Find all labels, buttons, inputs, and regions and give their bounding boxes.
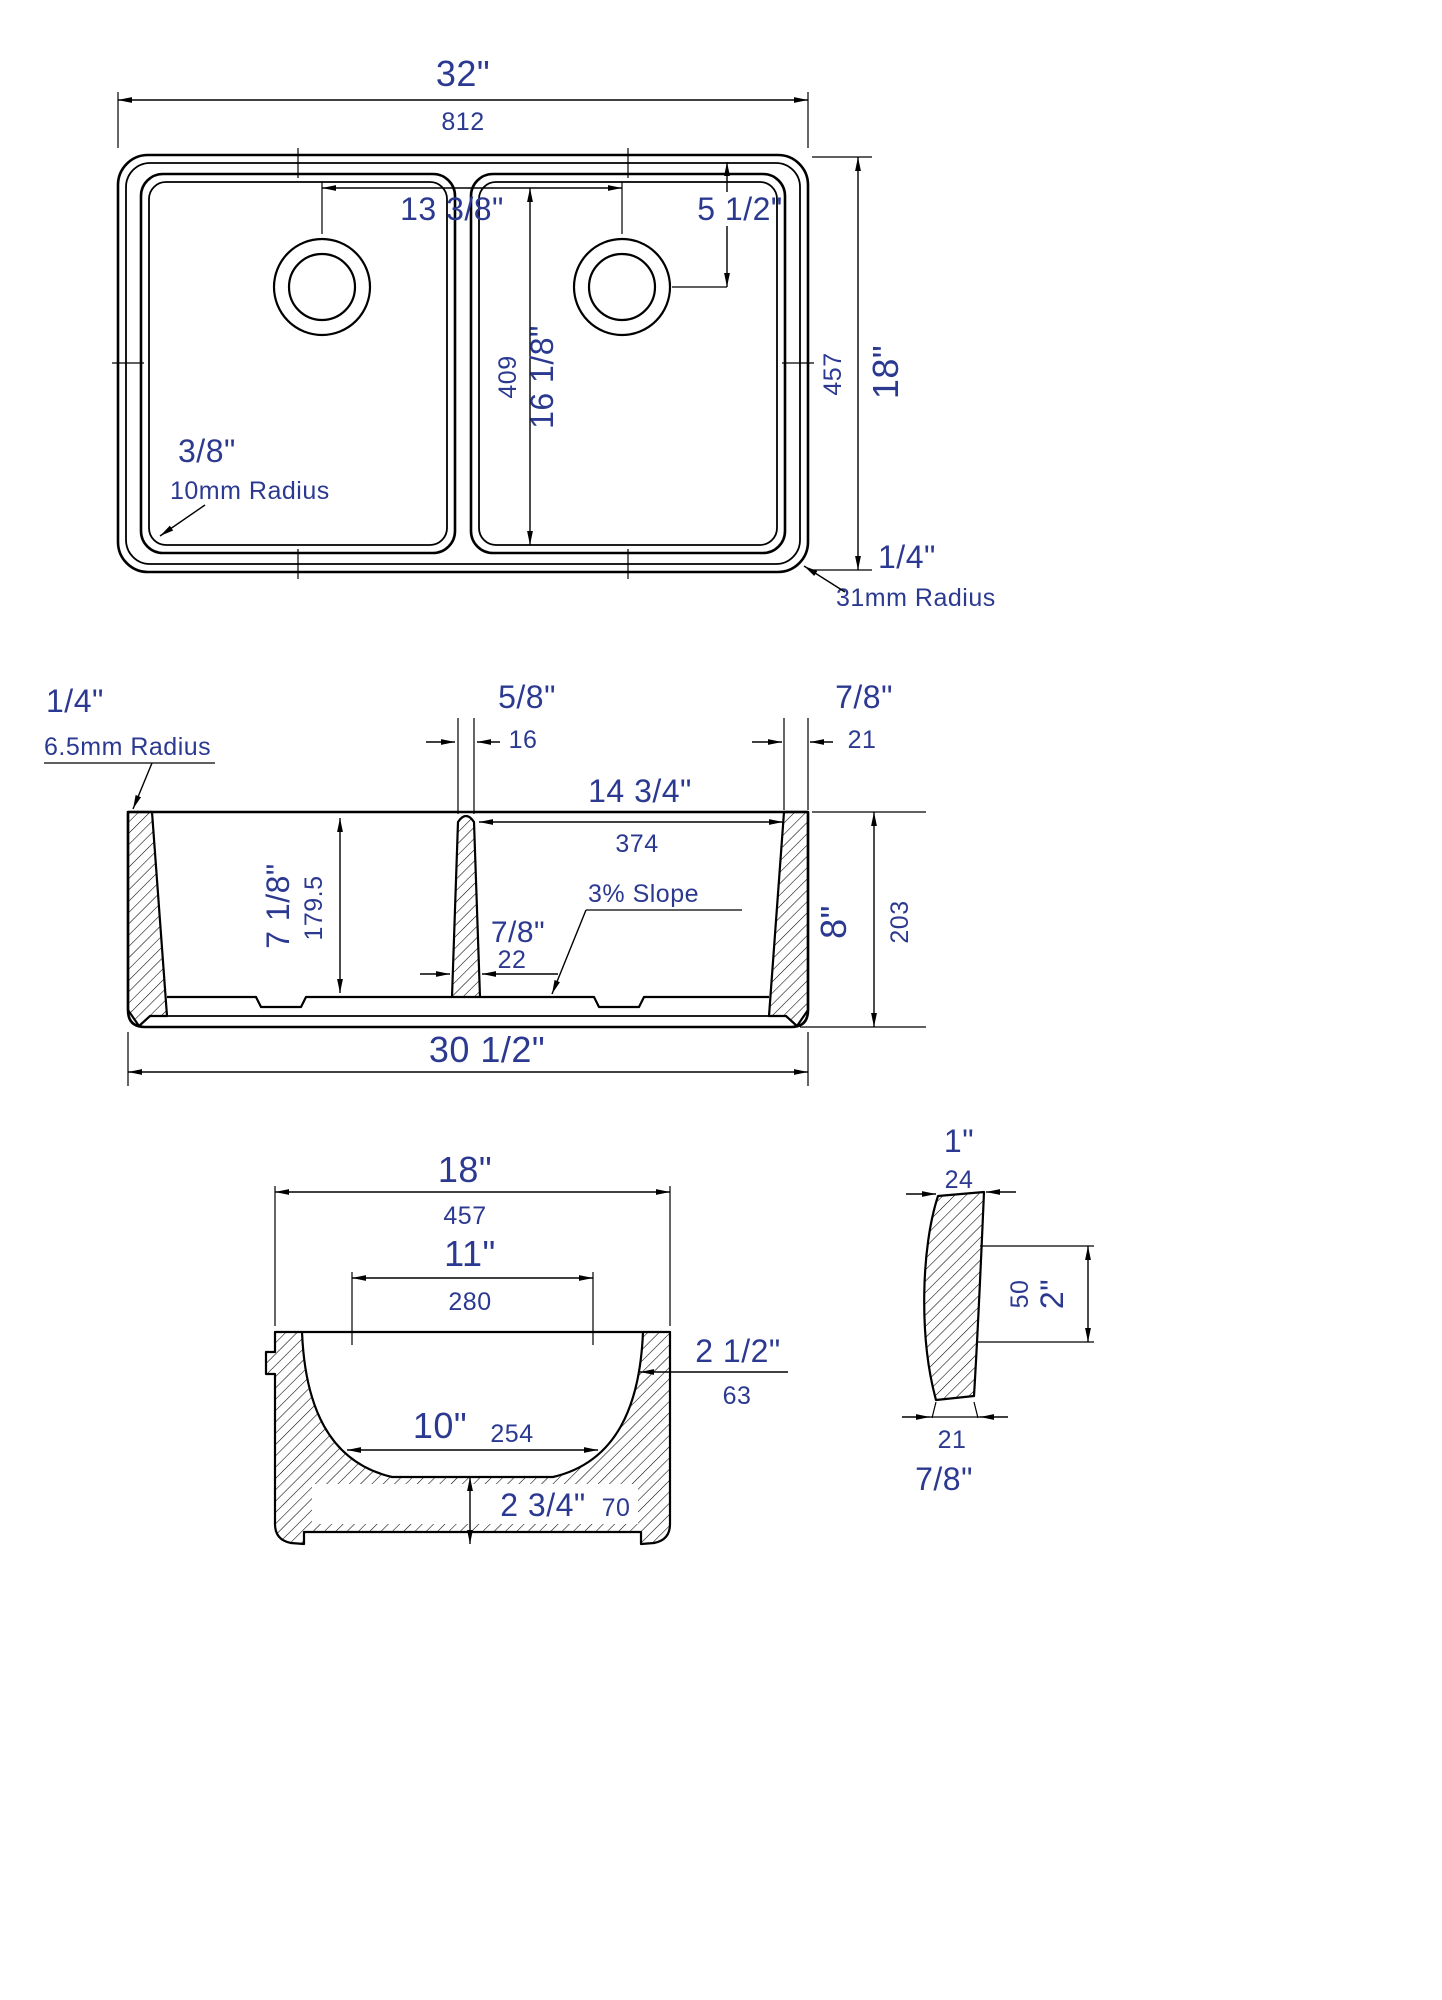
rim-center-ticks (112, 148, 814, 579)
dim-drain-front-in: 16 1/8" (524, 325, 560, 429)
depth-extension-lines (812, 156, 872, 571)
dim-side-width-mm: 457 (443, 1202, 486, 1230)
dim-profile-side-mm: 50 (1006, 1280, 1034, 1309)
divider-section (450, 814, 482, 999)
front-outline (126, 810, 810, 1029)
side-section-view: 18" 457 11" 280 2 1/2" 63 10" 254 2 3/4"… (264, 1149, 788, 1546)
left-drain-inner (287, 252, 357, 322)
dim-base-width: 30 1/2" (429, 1029, 545, 1070)
slope-leader (551, 909, 587, 995)
top-view: 32" 812 457 18" 13 3/8" 5 1/2" 409 16 1/… (112, 53, 996, 612)
dim-drain-front-mm: 409 (494, 355, 522, 398)
dim-base-thickness-in: 2 3/4" (500, 1487, 586, 1523)
dim-bowl-depth-mm: 179.5 (300, 875, 328, 940)
right-bowl-inner-edge (478, 181, 778, 546)
dim-outer-radius-in: 1/4" (878, 539, 936, 575)
left-drain-outer (272, 237, 372, 337)
slope-label: 3% Slope (588, 880, 699, 908)
right-drain-inner (587, 252, 657, 322)
dim-opening-in: 11" (444, 1233, 496, 1274)
dim-inner-radius-in: 3/8" (178, 433, 236, 469)
rim-profile-detail: 1" 24 50 2" 21 7/8" (902, 1123, 1094, 1497)
dim-side-wall-in: 2 1/2" (695, 1333, 781, 1369)
front-section-view: 1/4" 6.5mm Radius 5/8" 16 7/8" 21 14 3/4… (44, 679, 926, 1086)
opening-extension-lines (351, 1272, 594, 1345)
floor-mask (312, 1484, 638, 1524)
height-extension-lines (800, 811, 926, 1028)
left-wall-section (126, 810, 169, 1028)
dim-height-mm: 203 (886, 900, 914, 943)
dim-divider-width-mm: 16 (509, 726, 538, 754)
dim-bowl-depth-in: 7 1/8" (260, 863, 296, 949)
dim-drain-from-back: 5 1/2" (697, 191, 783, 227)
dim-divider-bottom-in: 7/8" (491, 916, 545, 949)
dim-bottom-width-mm: 254 (490, 1420, 533, 1448)
outer-radius-leader (803, 565, 846, 593)
dim-divider-bottom-mm: 22 (498, 946, 527, 974)
dim-front-radius-in: 1/4" (46, 683, 104, 719)
wall-width-extension-lines (783, 718, 809, 810)
dim-overall-depth-mm: 457 (819, 352, 847, 395)
right-drain-outer (572, 237, 672, 337)
divider-width-extension-lines (457, 718, 475, 814)
dim-height-in: 8" (813, 905, 854, 939)
dim-opening-mm: 280 (448, 1288, 491, 1316)
dim-profile-bottom-in: 7/8" (915, 1461, 973, 1497)
inner-radius-leader (159, 504, 206, 537)
profile-side-extension-lines (976, 1245, 1094, 1343)
dim-inner-radius-label: 10mm Radius (170, 477, 330, 505)
dim-drain-spacing: 13 3/8" (400, 191, 504, 227)
dim-wall-width-mm: 21 (848, 726, 877, 754)
front-radius-leader (132, 762, 153, 810)
right-wall-section (767, 810, 810, 1028)
dim-overall-width-mm: 812 (441, 108, 484, 136)
dim-overall-depth-in: 18" (865, 345, 906, 399)
left-bowl-inner-edge (148, 181, 448, 546)
dim-profile-bottom-mm: 21 (938, 1426, 967, 1454)
dim-divider-width-in: 5/8" (498, 679, 556, 715)
dim-bowl-width-mm: 374 (615, 830, 658, 858)
dim-side-width-in: 18" (438, 1149, 492, 1190)
side-width-extension-lines (274, 1186, 671, 1326)
dim-outer-radius-label: 31mm Radius (836, 584, 996, 612)
base-width-extension-lines (127, 1032, 809, 1086)
dim-profile-side-in: 2" (1034, 1279, 1070, 1309)
dim-profile-top-mm: 24 (945, 1166, 974, 1194)
dim-wall-width-in: 7/8" (835, 679, 893, 715)
profile-section (923, 1190, 986, 1402)
dim-front-radius-label: 6.5mm Radius (44, 733, 211, 761)
dim-bowl-width-in: 14 3/4" (588, 773, 692, 809)
profile-bottom-extension-lines (931, 1401, 979, 1419)
dim-bottom-width-in: 10" (413, 1405, 467, 1446)
dim-side-wall-mm: 63 (723, 1382, 752, 1410)
left-bowl-floor (167, 995, 452, 1009)
right-bowl-floor (480, 995, 769, 1009)
dim-base-thickness-mm: 70 (602, 1494, 631, 1522)
dim-profile-top-in: 1" (944, 1123, 974, 1159)
dim-overall-width-in: 32" (436, 53, 490, 94)
